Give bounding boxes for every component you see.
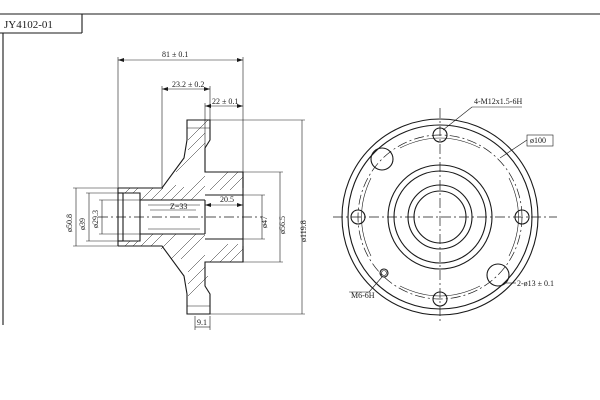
part-number: JY4102-01	[4, 19, 53, 31]
bolt-circle	[357, 134, 523, 300]
stud-hole-left	[350, 209, 366, 225]
dim-spline-dia: ø29.3	[91, 210, 100, 228]
hub-outer-circle	[387, 164, 493, 270]
dim-overall-length: 81 ± 0.1	[162, 50, 188, 59]
label-stud-holes: 4-M12x1.5-6H	[474, 97, 522, 106]
dim-spline: Z=33	[170, 202, 187, 211]
dim-hub-length: 22 ± 0.1	[212, 97, 238, 106]
label-center-dia: ø100	[530, 136, 546, 145]
dim-bore-depth: 20.5	[220, 195, 234, 204]
label-bolt-holes: 2-ø13 ± 0.1	[517, 279, 554, 288]
dim-pilot-dia: ø47	[260, 216, 269, 228]
section-hatch-upper	[124, 119, 244, 201]
pilot-circle	[407, 184, 473, 250]
center-bore-circle	[413, 190, 467, 244]
dim-flange-to-hub: 23.2 ± 0.2	[172, 80, 204, 89]
front-view: 4-M12x1.5-6H ø100 M6-6H 2-ø13 ± 0.1	[333, 97, 557, 324]
dim-bore-upper: ø39	[78, 218, 87, 230]
label-small-hole: M6-6H	[351, 291, 375, 300]
stud-hole-right	[514, 209, 530, 225]
dim-center-bore: ø56.5	[278, 216, 287, 234]
title-block: JY4102-01	[0, 13, 600, 34]
m6-hole	[379, 268, 389, 278]
stud-hole-top	[432, 127, 448, 143]
hub-step-circle	[393, 170, 487, 264]
side-profile-upper	[118, 119, 244, 189]
bolt-hole-lower-right	[486, 263, 510, 287]
side-view: 81 ± 0.1 23.2 ± 0.2 22 ± 0.1 20.5 Z=33 ø…	[65, 50, 308, 330]
dim-flange-dia: ø119.8	[299, 220, 308, 242]
side-profile-lower	[118, 245, 244, 315]
section-hatch-lower	[124, 233, 244, 297]
stud-hole-bottom	[432, 291, 448, 307]
flange-inner-circle	[347, 124, 533, 310]
dim-outer-dia: ø50.8	[65, 214, 74, 232]
dim-flange-thickness: 9.1	[197, 318, 207, 327]
flange-outer-circle	[341, 118, 539, 316]
bolt-hole-upper-left	[370, 147, 394, 171]
